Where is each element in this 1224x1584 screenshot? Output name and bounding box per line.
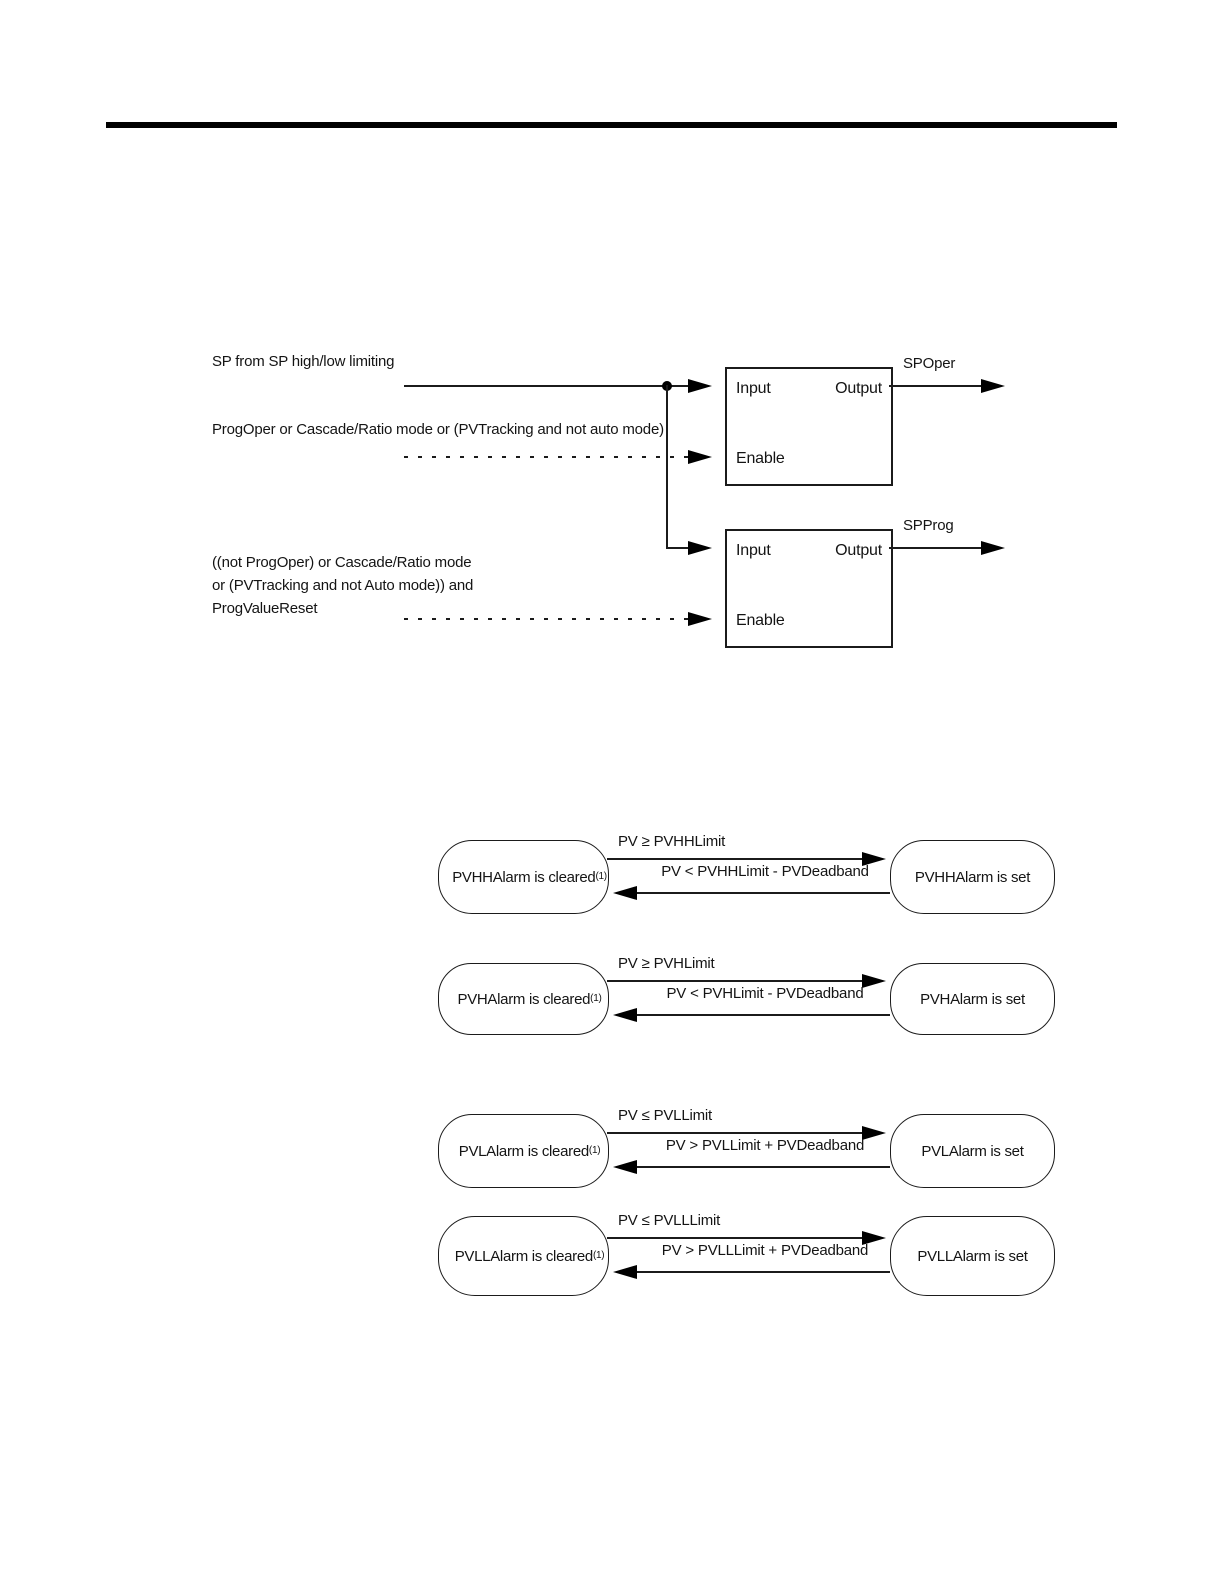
set-transition-line [607,1132,862,1134]
enable2-line2: or (PVTracking and not Auto mode)) and [212,577,474,594]
state-cleared-label: PVLAlarm is cleared [458,1142,589,1160]
state-set: PVLAlarm is set [890,1114,1055,1188]
arrowhead-icon [862,974,886,988]
enable2-label: ((not ProgOper) or Cascade/Ratio mode or… [212,551,473,620]
arrowhead-icon [688,450,712,464]
footnote-marker: (1) [592,1250,605,1261]
arrowhead-icon [613,1008,637,1022]
set-condition-label: PV ≥ PVHHLimit [618,833,726,850]
clear-transition-line [637,892,890,894]
spprog-output-line [889,547,981,549]
arrowhead-icon [688,612,712,626]
state-set-label: PVLLAlarm is set [917,1247,1028,1265]
set-transition-line [607,858,862,860]
enable2-line3: ProgValueReset [212,600,318,617]
state-set: PVLLAlarm is set [890,1216,1055,1296]
enable2-line1: ((not ProgOper) or Cascade/Ratio mode [212,554,472,571]
footnote-marker: (1) [595,871,607,882]
port-output-label: Output [835,380,882,397]
arrowhead-icon [862,1231,886,1245]
arrowhead-icon [862,1126,886,1140]
clear-transition-line [637,1166,890,1168]
state-cleared: PVHAlarm is cleared(1) [438,963,609,1035]
state-set-label: PVLAlarm is set [921,1142,1024,1160]
state-cleared: PVHHAlarm is cleared(1) [438,840,609,914]
port-input-label: Input [736,542,771,559]
footnote-marker: (1) [590,993,602,1004]
alarm-diagram-pvh: PVHAlarm is cleared(1) PVHAlarm is set P… [430,948,1080,1048]
arrowhead-icon [613,1265,637,1279]
clear-condition-label: PV > PVLLimit + PVDeadband [665,1137,865,1154]
arrowhead-icon [688,379,712,393]
port-enable-label: Enable [736,612,785,629]
clear-transition-line [637,1014,890,1016]
footnote-marker: (1) [588,1145,601,1156]
set-condition-label: PV ≥ PVHLimit [618,955,715,972]
function-block-spprog: Input Output Enable [725,529,893,648]
alarm-diagram-pvl: PVLAlarm is cleared(1) PVLAlarm is set P… [430,1100,1080,1200]
spoper-signal-label: SPOper [903,355,956,372]
spoper-output-line [889,385,981,387]
arrowhead-icon [688,541,712,555]
clear-transition-line [637,1271,890,1273]
top-rule [106,122,1117,128]
enable1-dotted-line [404,456,688,458]
state-set-label: PVHHAlarm is set [914,868,1031,886]
branch-elbow-line [666,547,690,549]
spprog-signal-label: SPProg [903,517,954,534]
set-condition-label: PV ≤ PVLLimit [618,1107,712,1124]
clear-condition-label: PV < PVHHLimit - PVDeadband [661,863,869,880]
set-condition-label: PV ≤ PVLLLimit [618,1212,721,1229]
set-transition-line [607,1237,862,1239]
clear-condition-label: PV > PVLLLimit + PVDeadband [661,1242,869,1259]
state-cleared: PVLAlarm is cleared(1) [438,1114,609,1188]
state-cleared: PVLLAlarm is cleared(1) [438,1216,609,1296]
port-enable-label: Enable [736,450,785,467]
state-set-label: PVHAlarm is set [920,990,1025,1008]
state-cleared-label: PVHHAlarm is cleared [452,868,596,886]
sp-input-signal-label: SP from SP high/low limiting [212,353,395,370]
branch-vertical-line [666,385,668,549]
port-input-label: Input [736,380,771,397]
arrowhead-icon [613,1160,637,1174]
state-set: PVHAlarm is set [890,963,1055,1035]
set-transition-line [607,980,862,982]
enable1-label: ProgOper or Cascade/Ratio mode or (PVTra… [212,421,664,438]
alarm-diagram-pvhh: PVHHAlarm is cleared(1) PVHHAlarm is set… [430,826,1080,926]
sp-input-line [404,385,690,387]
clear-condition-label: PV < PVHLimit - PVDeadband [666,985,864,1002]
arrowhead-icon [981,541,1005,555]
state-cleared-label: PVHAlarm is cleared [457,990,591,1008]
state-cleared-label: PVLLAlarm is cleared [454,1247,594,1265]
arrowhead-icon [613,886,637,900]
enable2-dotted-line [404,618,688,620]
arrowhead-icon [981,379,1005,393]
function-block-spoper: Input Output Enable [725,367,893,486]
state-set: PVHHAlarm is set [890,840,1055,914]
port-output-label: Output [835,542,882,559]
arrowhead-icon [862,852,886,866]
alarm-diagram-pvll: PVLLAlarm is cleared(1) PVLLAlarm is set… [430,1205,1080,1305]
